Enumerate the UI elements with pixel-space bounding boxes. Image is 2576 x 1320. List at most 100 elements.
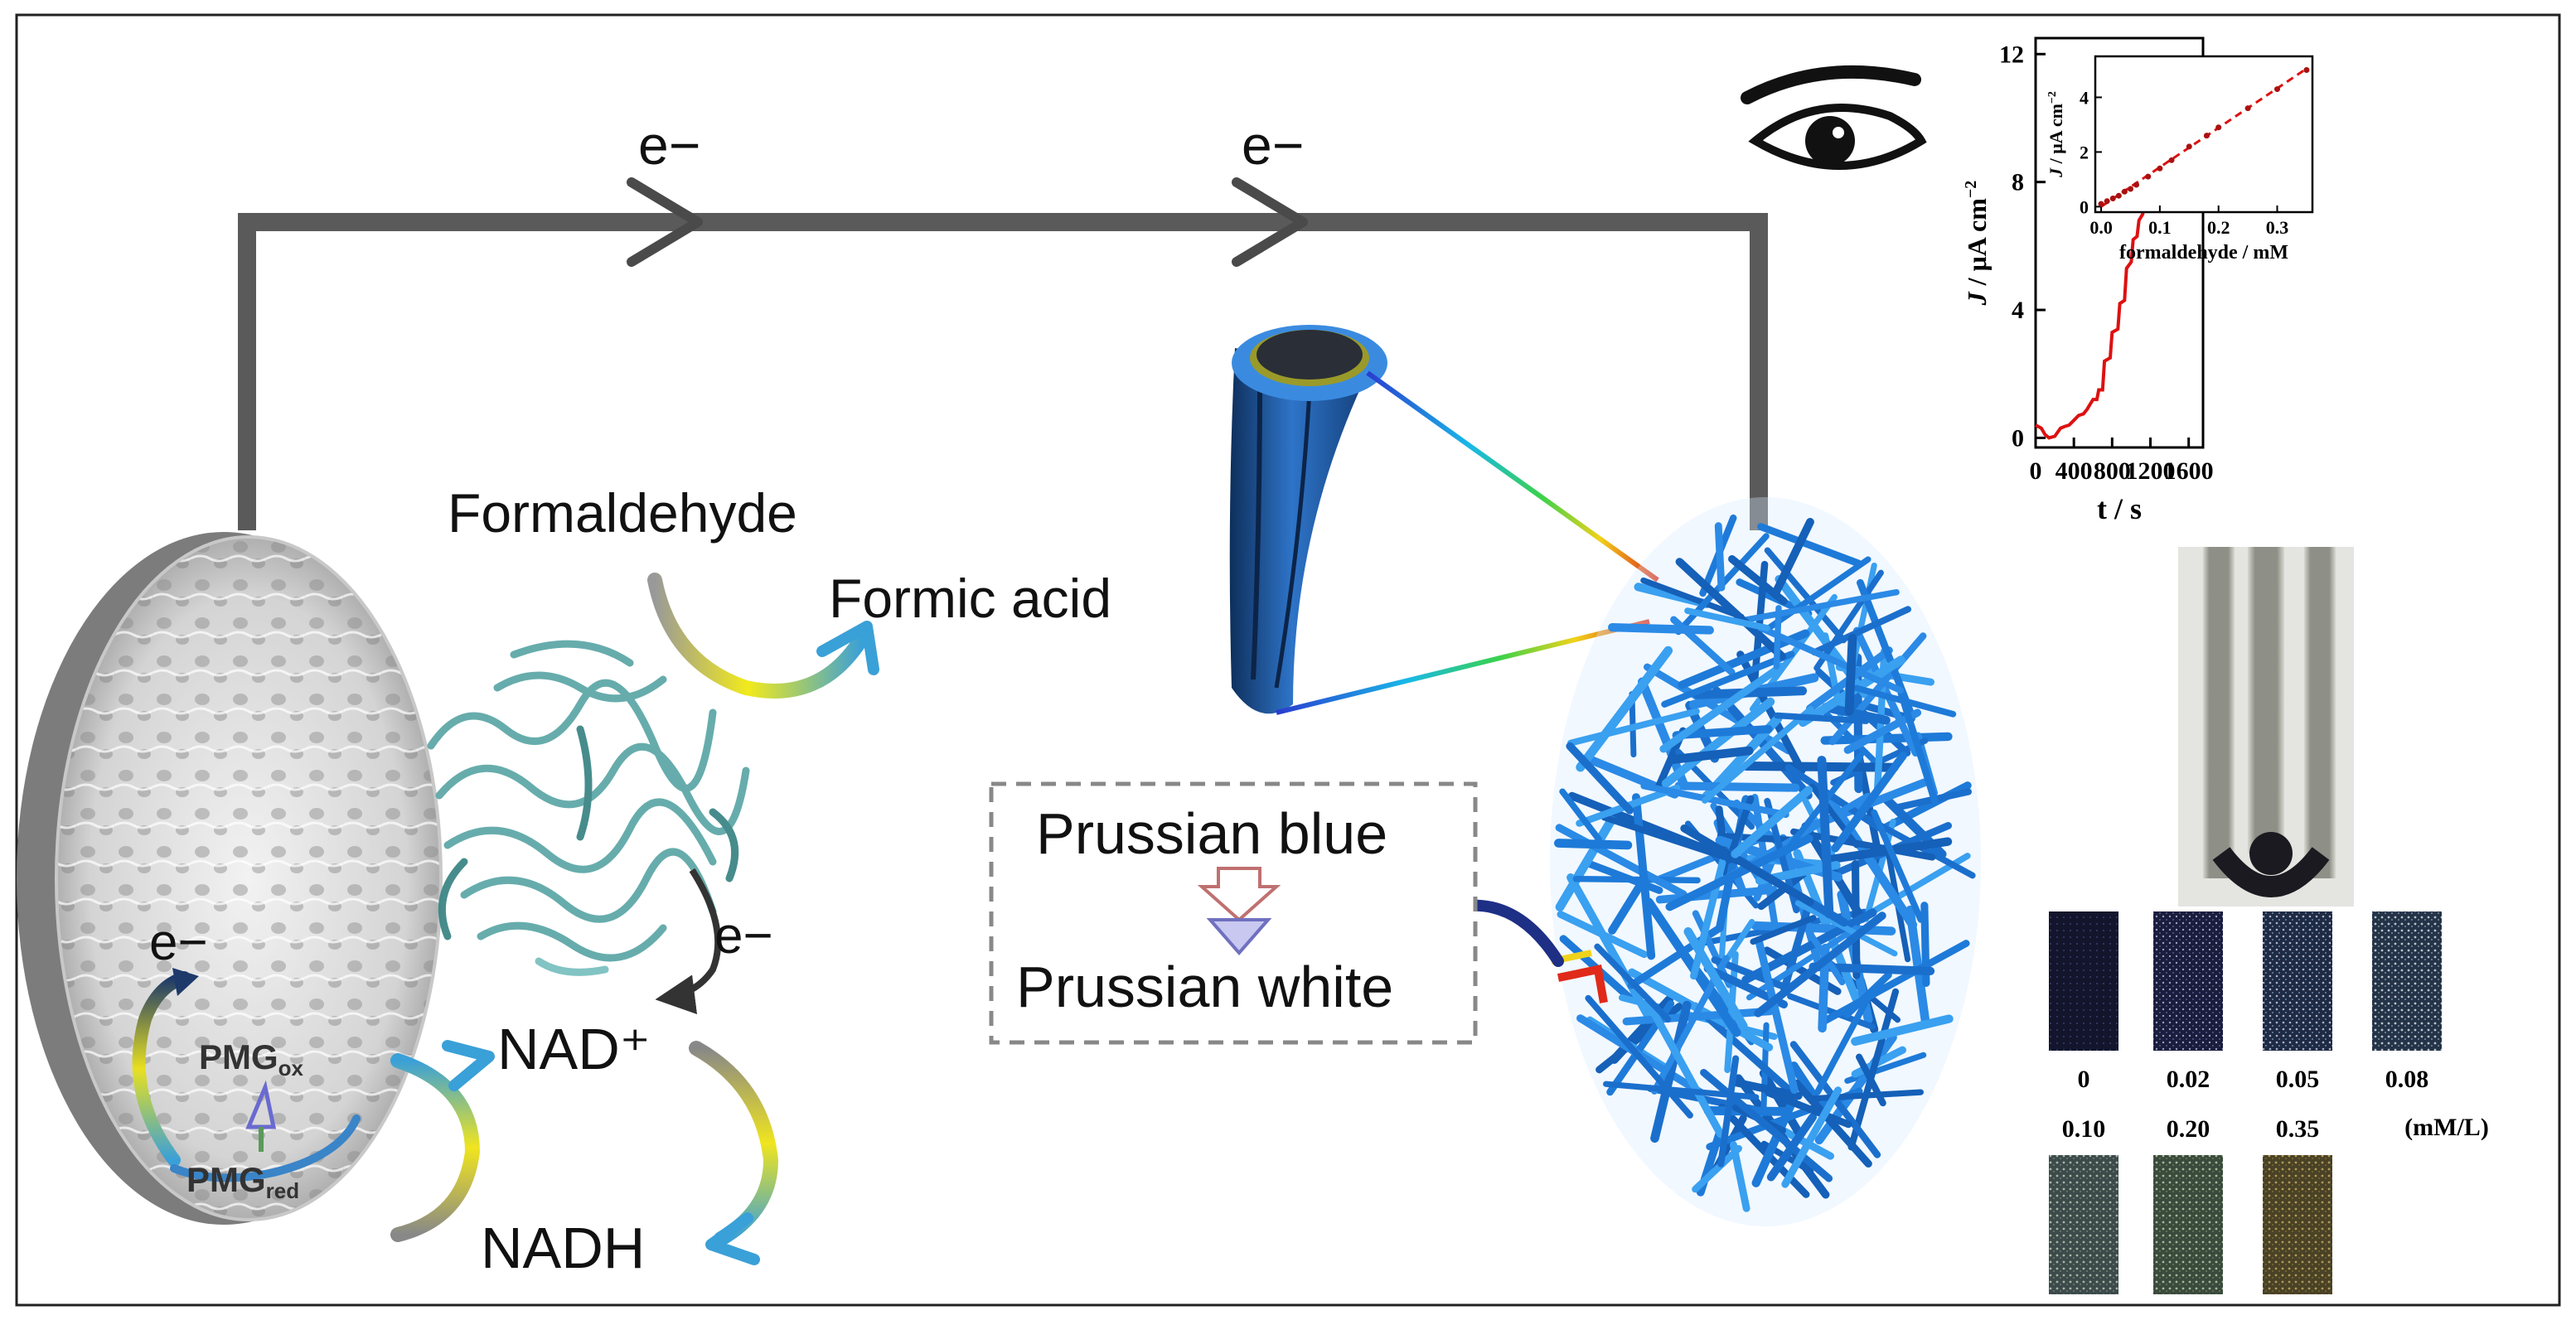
- formaldehyde-label: Formaldehyde: [448, 482, 797, 544]
- nanowire-strand: [1847, 988, 1900, 1151]
- nanowire-strand: [1608, 622, 1714, 635]
- inset-point: [2274, 86, 2281, 93]
- inset-y-tick-label: 2: [2080, 142, 2089, 162]
- pmg-up-arrow-icon: [172, 968, 199, 996]
- nanowire-strand: [1566, 742, 1634, 815]
- nanowire-strand: [1814, 992, 1873, 1095]
- zoom-beams: [1276, 370, 1659, 715]
- y-tick-label: 8: [2012, 169, 2024, 196]
- nanowire-strand: [1773, 605, 1782, 670]
- nanowire-strand: [1640, 782, 1789, 819]
- nanowire-strand: [1714, 522, 1726, 592]
- nanowire-network: [1550, 497, 1981, 1226]
- nanowire-strand: [1754, 911, 1886, 1018]
- nanowire-strand: [1684, 607, 1770, 631]
- color-strip-label: 0.08: [2385, 1066, 2429, 1093]
- nanowire-strand: [1718, 1104, 1810, 1198]
- nanowire-highlight-icon: [1557, 965, 1608, 1003]
- x-tick-label: 400: [2055, 457, 2093, 485]
- nanowire-strand: [1702, 705, 1814, 804]
- nanowire-strand: [1700, 1068, 1833, 1182]
- nanowire-strand: [1661, 697, 1775, 788]
- color-strip-label: 0.35: [2276, 1115, 2320, 1143]
- inset-point: [2133, 181, 2140, 188]
- enzyme-structure: [427, 640, 750, 976]
- inset-point: [2215, 124, 2222, 131]
- prussian-arrow-icon: [1197, 867, 1281, 922]
- prussian-box: Prussian blue Prussian white: [989, 781, 1478, 1045]
- nanowire-strand: [1844, 633, 1857, 716]
- chart-frame: [2034, 36, 2205, 449]
- nanowire-strand: [1557, 911, 1649, 959]
- nanowire-strand: [1731, 786, 1813, 858]
- formic-acid-label: Formic acid: [829, 568, 1111, 629]
- nanowire-strand: [1757, 523, 1862, 568]
- nad-plus-label: NAD⁺: [497, 1017, 651, 1081]
- nanowire-strand: [1831, 752, 1907, 853]
- nad-cycle: NAD⁺ NADH: [390, 1017, 779, 1280]
- nanowire-strand: [1730, 1141, 1750, 1212]
- inset-frame: [2094, 55, 2314, 214]
- inset-point: [2104, 198, 2110, 205]
- pmg-ox-subscript: ox: [278, 1056, 304, 1081]
- color-strip-label: 0.10: [2062, 1115, 2106, 1143]
- concentration-unit-label: (mM/L): [2404, 1114, 2489, 1141]
- nanowire-strand: [1771, 517, 1814, 597]
- nanowire-strand: [1665, 834, 1813, 911]
- electron-circuit: e− e−: [238, 114, 1768, 530]
- porous-electrode-disc: [17, 532, 443, 1225]
- inset-point: [2098, 201, 2104, 207]
- nanowire-strand: [1632, 793, 1656, 960]
- inset-y-axis-label: J / μA cm−2: [2046, 91, 2066, 178]
- nanowire-strand: [1675, 558, 1786, 660]
- inset-point: [2127, 186, 2133, 192]
- inset-point: [2186, 143, 2192, 150]
- color-strip-label: 0.02: [2167, 1066, 2210, 1093]
- eye-icon: [1741, 65, 1927, 170]
- nanowire-strand: [1744, 589, 1900, 623]
- inset-point: [2109, 196, 2116, 202]
- nanowire-strand: [1757, 624, 1904, 694]
- nanowire-strand: [1793, 1079, 1872, 1168]
- nanowire-strand: [1821, 703, 1891, 725]
- nanowire-strand: [1572, 875, 1701, 884]
- nanowire-strand: [1576, 645, 1673, 772]
- inset-y-tick-label: 0: [2080, 196, 2089, 217]
- color-strip: [2049, 1155, 2118, 1294]
- nanowire-strand: [1672, 724, 1773, 740]
- x-tick-label: 1200: [2126, 457, 2176, 485]
- nanowire-strand: [1683, 927, 1748, 1031]
- nanowire-strand: [1731, 1078, 1803, 1100]
- nanowire-strand: [1566, 873, 1652, 1019]
- formic-arrowhead-icon: [816, 621, 879, 675]
- color-strip-label: 0.05: [2276, 1066, 2320, 1093]
- nadh-arrowhead-icon: [705, 1212, 760, 1265]
- nanowire-strand: [1811, 606, 1912, 656]
- electron-label-left: e−: [638, 114, 700, 176]
- color-strips: 0 0.02 0.05 0.08 (mM/L) 0.10 0.20 0.35: [2049, 911, 2489, 1294]
- nanowire-strand: [1736, 650, 1806, 775]
- nanowire-strand: [1852, 626, 1920, 757]
- prussian-white-label: Prussian white: [1016, 955, 1393, 1019]
- color-strip-label: 0.20: [2167, 1115, 2210, 1143]
- pmg-ox-label: PMGox: [199, 1037, 304, 1081]
- nanowire-strand: [1644, 998, 1725, 1139]
- nanowire-strand: [1755, 938, 1799, 1095]
- nanowire-strand: [1759, 1069, 1803, 1136]
- figure-frame: [15, 13, 2561, 1307]
- inset-point: [2157, 165, 2163, 172]
- nanowire-strands: [1554, 514, 1976, 1212]
- y-tick-label: 12: [1999, 41, 2024, 68]
- circuit-arrow-right-icon: [1232, 177, 1308, 267]
- nanowire-strand: [1784, 764, 1883, 832]
- nanowire-strand: [1820, 732, 1953, 745]
- nanowire-strand: [1659, 662, 1785, 753]
- nanowire-strand: [1856, 1053, 1886, 1107]
- color-strip-label: 0: [2078, 1066, 2090, 1093]
- nanowire-strand: [1763, 556, 1871, 633]
- nanowire-strand: [1813, 569, 1884, 671]
- nanowire-rod: [1229, 325, 1387, 714]
- nanowire-strand: [1851, 1014, 1954, 1046]
